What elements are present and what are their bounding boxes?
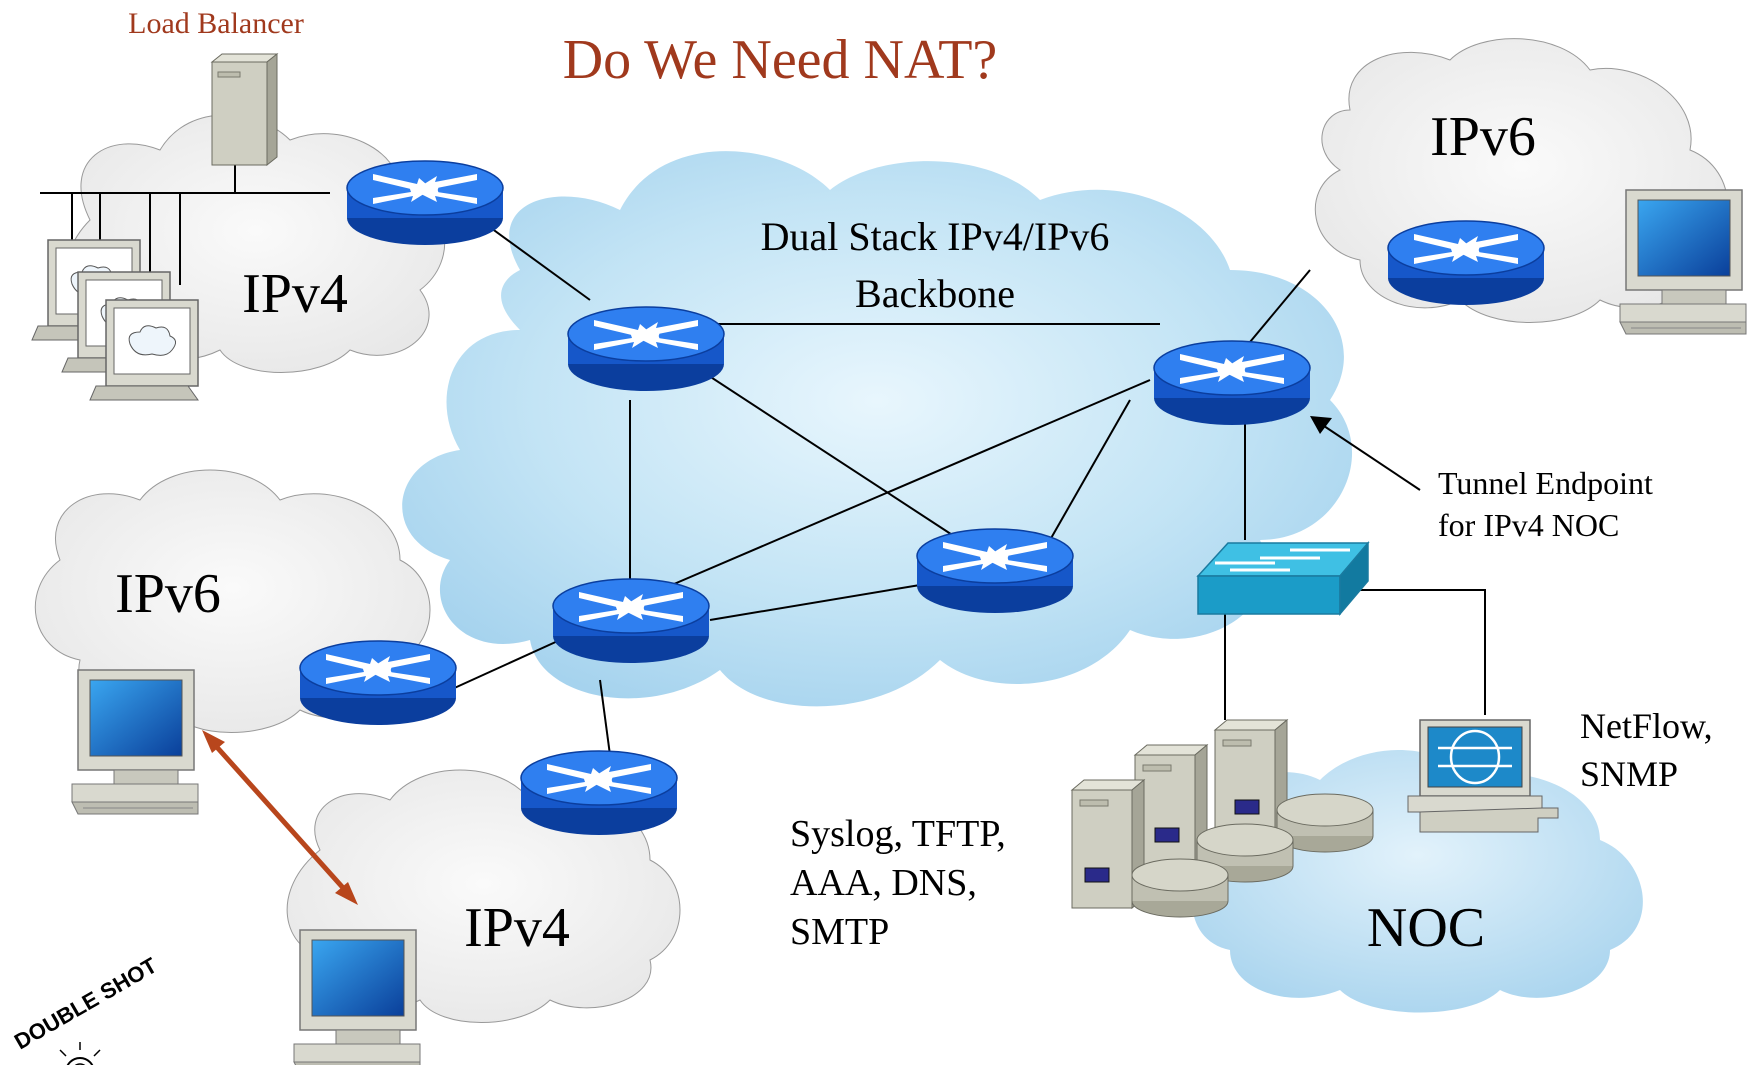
netflow-label-line1: NetFlow,: [1580, 706, 1713, 746]
backbone-label-line1: Dual Stack IPv4/IPv6: [761, 214, 1110, 259]
backbone-label-line2: Backbone: [855, 271, 1015, 316]
router-icon[interactable]: [552, 578, 710, 664]
network-links: [449, 219, 1486, 756]
ipv4-host-computer-icon[interactable]: [293, 929, 421, 1065]
server-icon[interactable]: [1134, 744, 1208, 874]
router-icon[interactable]: [567, 306, 725, 392]
management-station-icon[interactable]: [1407, 719, 1559, 833]
services-label-line2: AAA, DNS,: [790, 862, 977, 904]
storage-disk-icon[interactable]: [1131, 858, 1229, 918]
ipv6-top-label: IPv6: [1430, 106, 1536, 168]
services-label-line1: Syslog, TFTP,: [790, 813, 1006, 855]
backbone-cloud: [402, 151, 1353, 707]
noc-server-farm: [1071, 719, 1374, 918]
ipv6-host-computer-icon[interactable]: [1619, 189, 1747, 335]
switch-icon[interactable]: [1196, 540, 1370, 617]
workstation-icon[interactable]: [89, 299, 199, 401]
translation-double-arrow: [202, 730, 358, 905]
load-balancer-label: Load Balancer: [128, 7, 304, 40]
logo-text: DOUBLE SHOT: [10, 952, 162, 1054]
router-icon[interactable]: [1153, 340, 1311, 426]
double-shot-logo: DOUBLE SHOT: [9, 952, 162, 1065]
router-icon[interactable]: [1387, 220, 1545, 306]
services-label-line3: SMTP: [790, 911, 889, 953]
router-icon[interactable]: [299, 640, 457, 726]
ipv6-host-computer-icon[interactable]: [71, 669, 199, 815]
ipv4-bottom-label: IPv4: [464, 897, 570, 959]
ipv4-top-label: IPv4: [242, 263, 348, 325]
load-balancer-server-icon[interactable]: [210, 52, 279, 167]
router-icon[interactable]: [520, 750, 678, 836]
tunnel-endpoint-line1: Tunnel Endpoint: [1438, 465, 1653, 501]
page-title: Do We Need NAT?: [563, 29, 998, 91]
tunnel-arrow-head: [1310, 416, 1332, 434]
netflow-label-line2: SNMP: [1580, 754, 1678, 794]
lan-bus: [40, 165, 330, 285]
tunnel-endpoint-line2: for IPv4 NOC: [1438, 507, 1619, 543]
router-icon[interactable]: [916, 528, 1074, 614]
noc-label: NOC: [1367, 897, 1485, 959]
ipv6-left-label: IPv6: [115, 563, 221, 625]
router-icon[interactable]: [346, 160, 504, 246]
